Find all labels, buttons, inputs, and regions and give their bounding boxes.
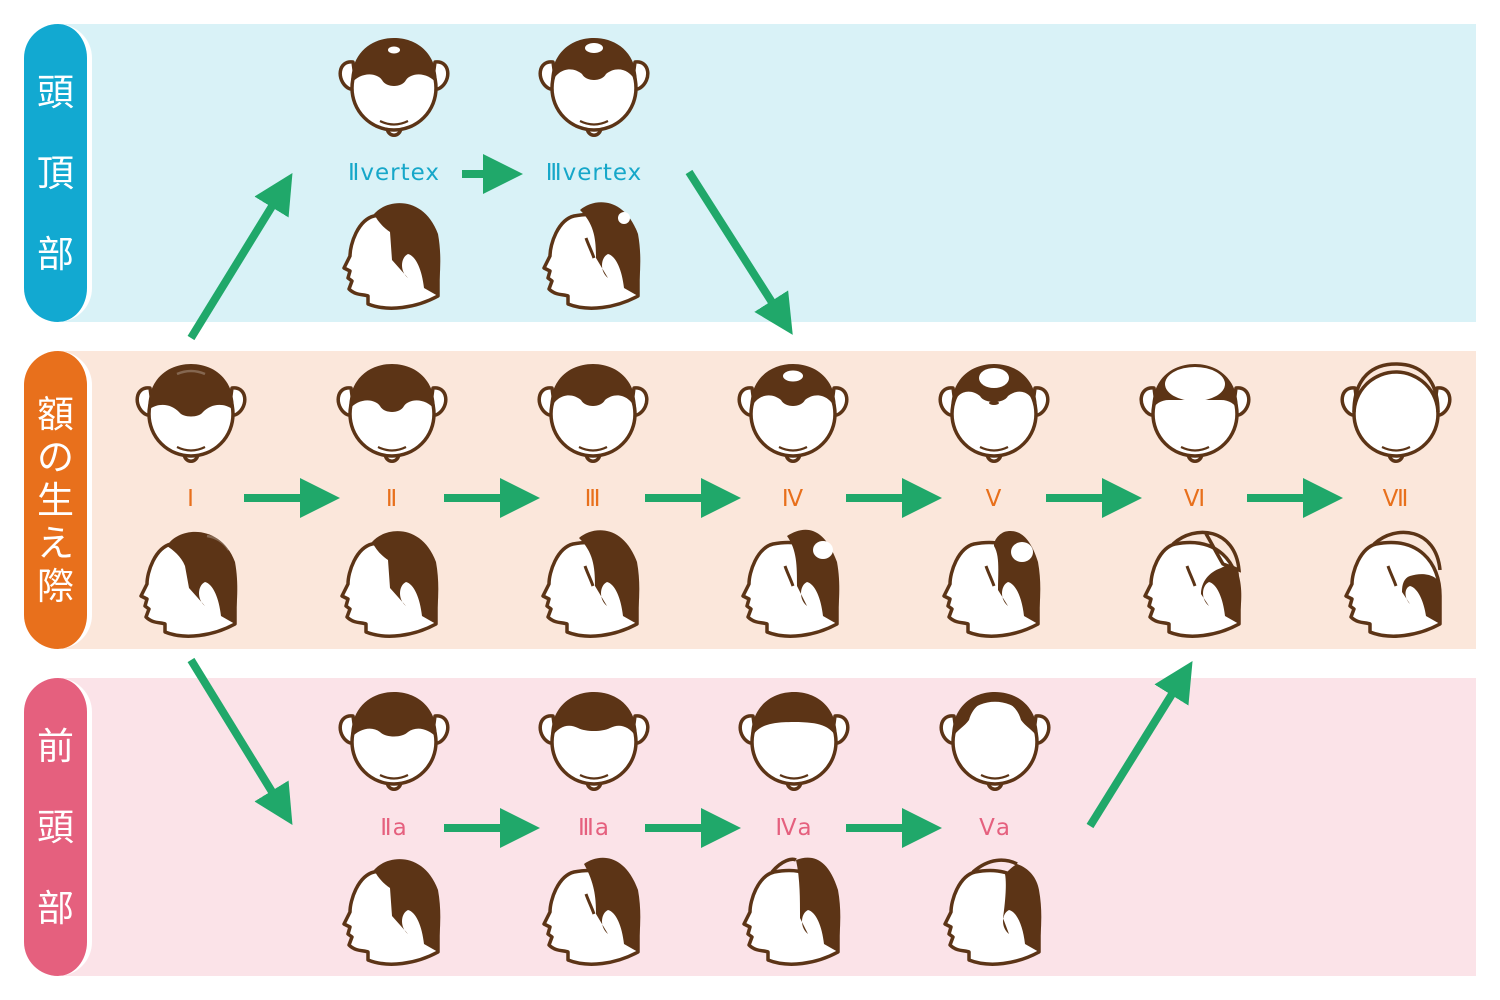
head-top-5 <box>940 364 1048 461</box>
stage-label-4a: Ⅳa <box>775 815 813 841</box>
hairline-tab-char: え <box>37 521 74 565</box>
arrow-diagonal-down <box>685 169 793 335</box>
head-side-2a <box>344 859 440 964</box>
head-top-vertex-3 <box>540 38 648 135</box>
stage-label-2a: Ⅱa <box>380 815 408 841</box>
head-top-1 <box>137 364 245 461</box>
head-side-7 <box>1346 532 1442 636</box>
head-top-3 <box>539 364 647 461</box>
frontal-tab-char: 前 <box>37 724 74 768</box>
head-side-4a <box>744 858 840 965</box>
stage-label-vertex-2: Ⅱvertex <box>348 160 440 186</box>
head-side-5 <box>944 531 1040 636</box>
head-top-2 <box>338 364 446 461</box>
head-side-4 <box>743 530 839 636</box>
head-top-4a <box>740 692 848 789</box>
stage-label-1: Ⅰ <box>187 486 195 512</box>
head-side-1 <box>141 532 237 636</box>
head-side-5a <box>945 860 1041 964</box>
head-side-3a <box>544 858 640 964</box>
vertex-tab-char: 部 <box>37 232 74 276</box>
hairline-tab-char: 際 <box>37 564 74 608</box>
vertex-tab-char: 頂 <box>37 151 74 195</box>
vertex-band <box>60 24 1476 322</box>
vertex-tab: 頭 頂 部 <box>24 24 92 322</box>
head-side-3 <box>543 530 639 636</box>
stage-label-7: Ⅶ <box>1382 486 1410 512</box>
hairline-tab: 額 の 生 え 際 <box>24 351 92 649</box>
head-side-2 <box>342 531 438 636</box>
frontal-tab-char: 部 <box>37 886 74 930</box>
vertex-tab-char: 頭 <box>37 70 74 114</box>
stage-label-2: Ⅱ <box>385 486 399 512</box>
stage-label-5: Ⅴ <box>985 486 1003 512</box>
head-top-6 <box>1141 364 1249 461</box>
stage-label-4: Ⅳ <box>781 486 805 512</box>
hairline-tab-char: の <box>37 435 74 479</box>
stage-label-6: Ⅵ <box>1183 486 1207 512</box>
head-top-2a <box>340 692 448 789</box>
head-top-4 <box>739 364 847 461</box>
arrow-diagonal-up <box>1086 661 1193 829</box>
hairline-tab-char: 額 <box>37 392 74 436</box>
head-top-7 <box>1342 364 1450 461</box>
arrow-diagonal-down <box>187 657 293 826</box>
hairline-tab-char: 生 <box>37 478 74 522</box>
head-top-3a <box>540 692 648 789</box>
stage-label-3: Ⅲ <box>584 486 602 512</box>
head-side-vertex-2 <box>344 203 440 308</box>
head-top-5a <box>941 692 1049 789</box>
head-side-6 <box>1145 532 1241 636</box>
head-top-vertex-2 <box>340 38 448 135</box>
frontal-tab-char: 頭 <box>37 805 74 849</box>
stage-label-vertex-3: Ⅲvertex <box>545 160 643 186</box>
head-side-vertex-3 <box>544 202 640 308</box>
arrow-diagonal-up <box>187 172 293 341</box>
stage-label-5a: Ⅴa <box>979 815 1011 841</box>
frontal-tab: 前 頭 部 <box>24 678 92 976</box>
stage-label-3a: Ⅲa <box>578 815 610 841</box>
